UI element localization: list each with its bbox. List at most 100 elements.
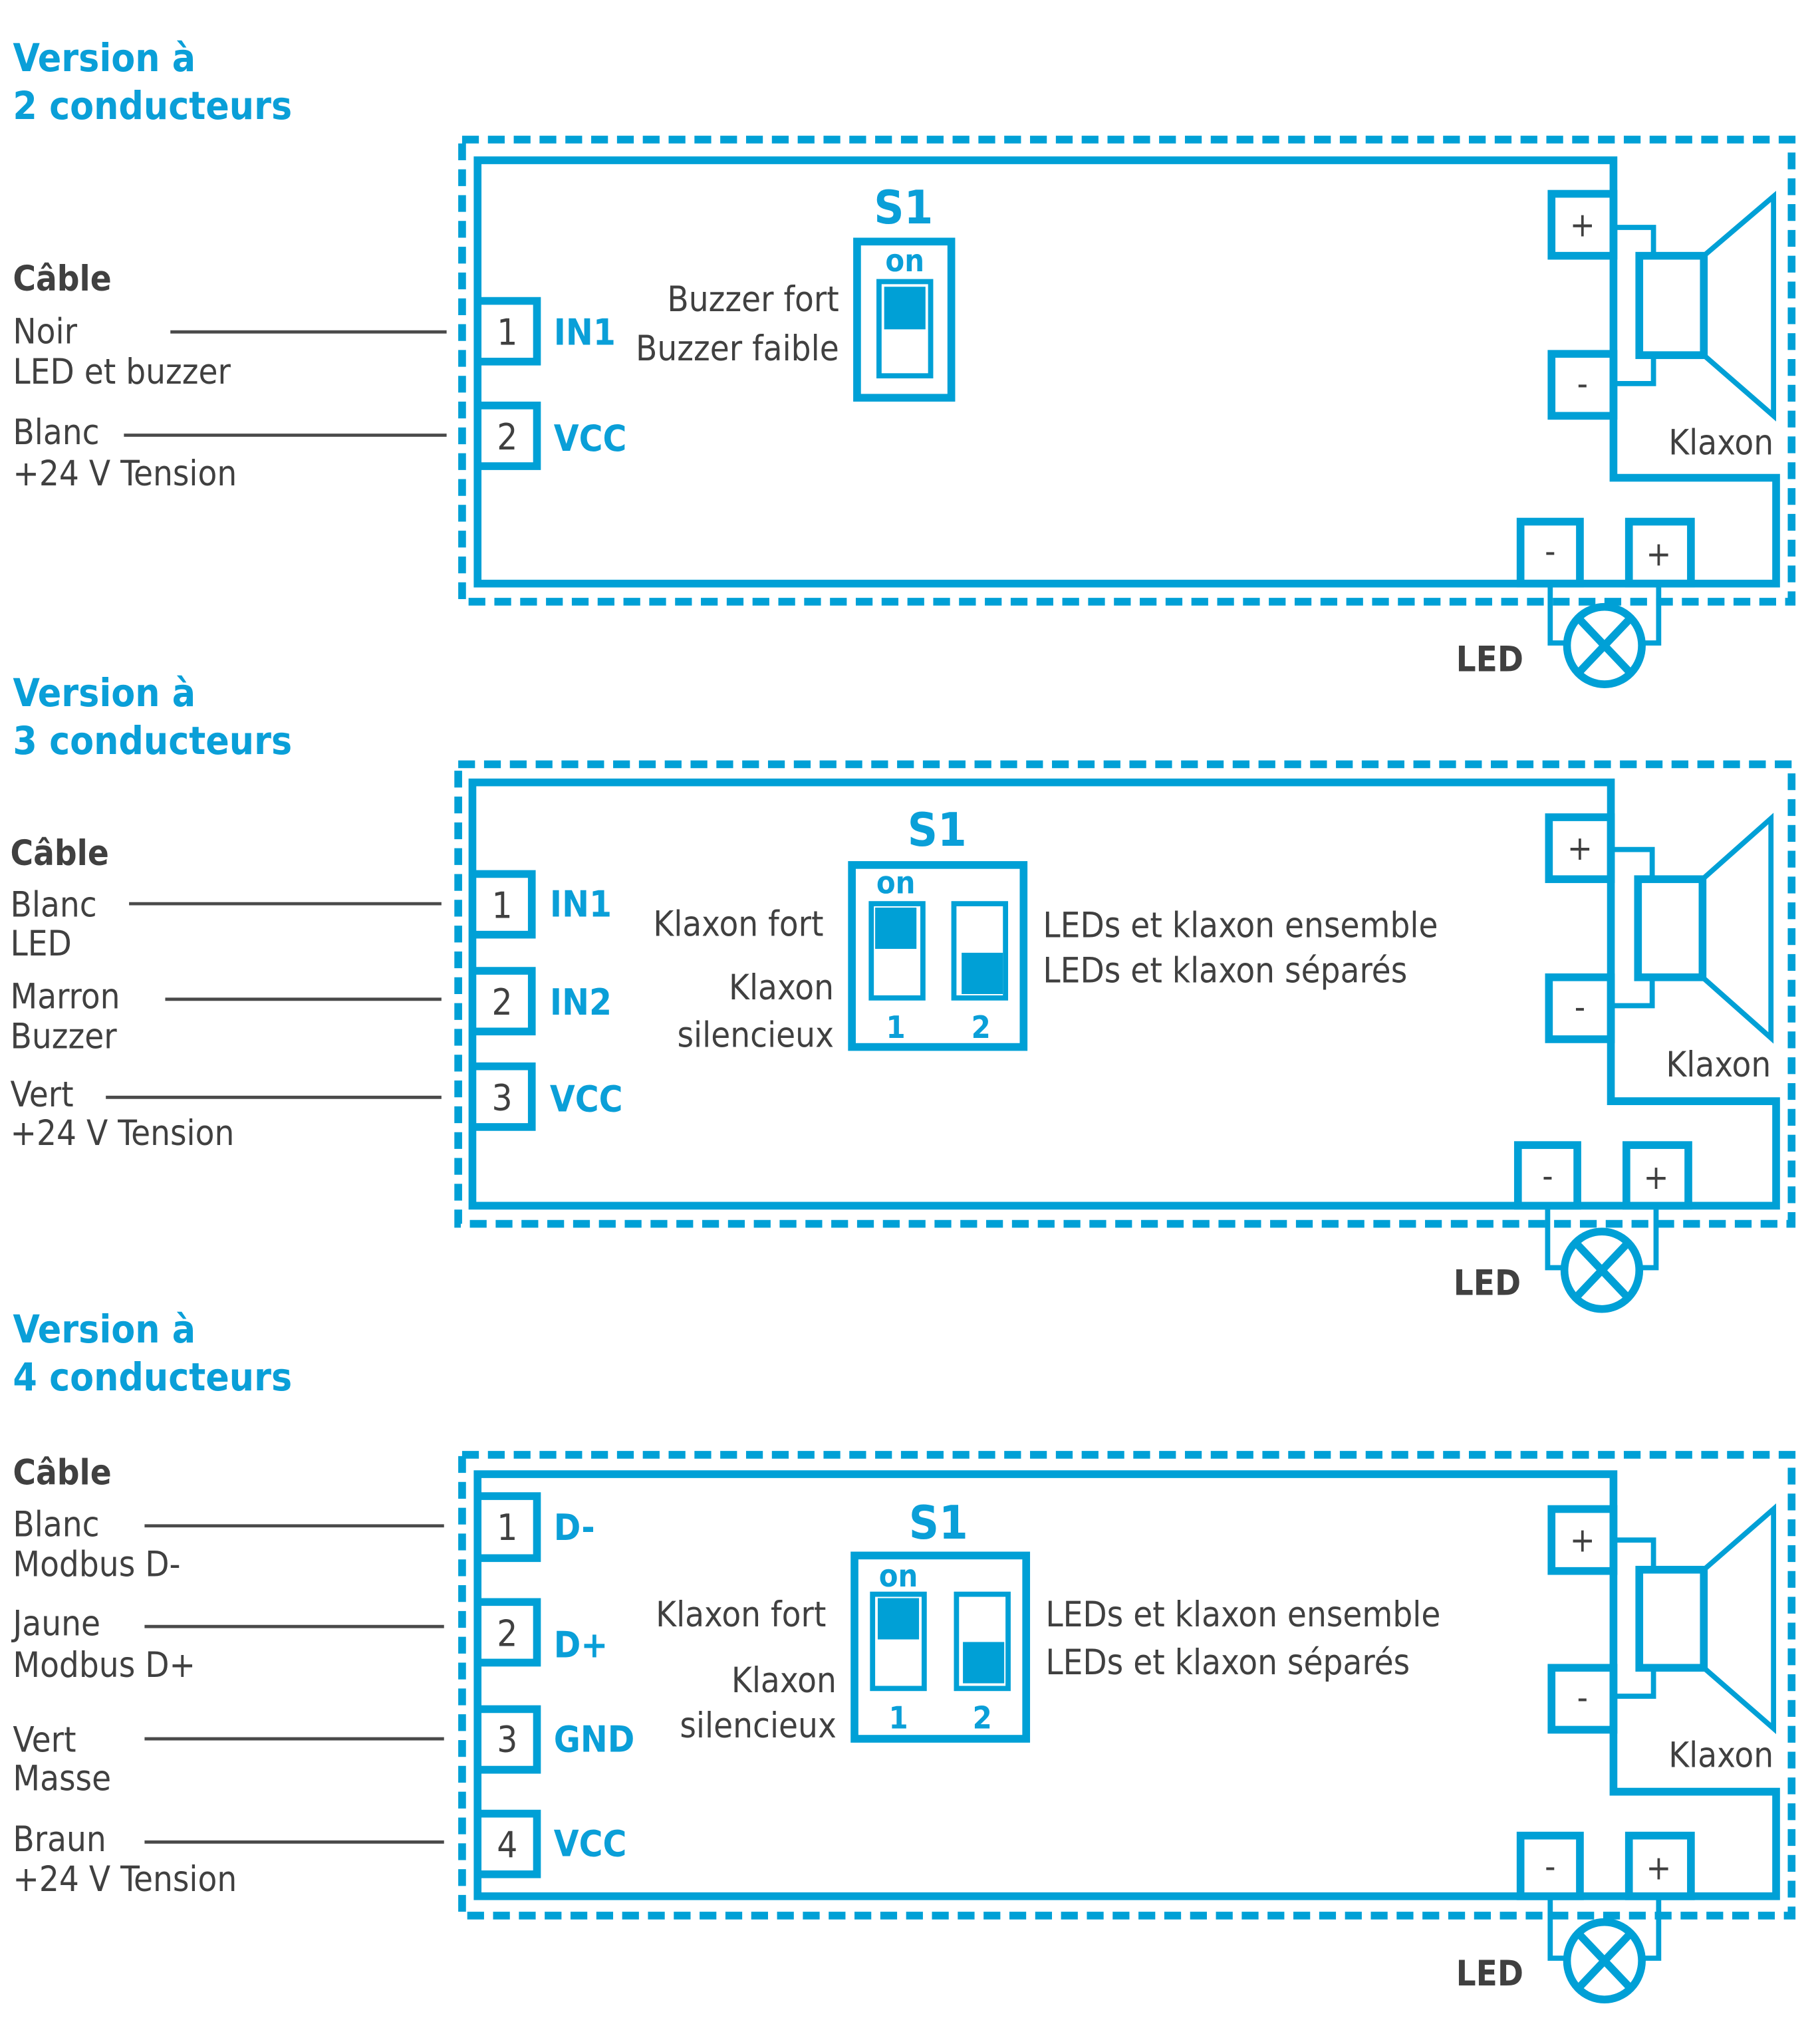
horn-minus-label: -: [1577, 1678, 1588, 1717]
dip-toggle-on: [875, 907, 917, 950]
svg-text:3: 3: [492, 1077, 513, 1119]
switch-on-label: on: [885, 243, 924, 279]
pin-signal-label: GND: [554, 1718, 635, 1760]
housing-dashed-outline: [454, 760, 1796, 1228]
terminal-pin: 1 D-: [477, 1492, 595, 1563]
wire-color: Noir: [13, 312, 77, 352]
terminal-pin: 2 D+: [477, 1598, 608, 1667]
dip-switch: on 1 2: [850, 1551, 1031, 1743]
pin-signal-label: D+: [554, 1624, 608, 1666]
svg-text:2: 2: [492, 981, 513, 1023]
horn-plus-label: +: [1570, 205, 1595, 245]
section-title-line1: Version à: [13, 1307, 195, 1352]
horn-minus-label: -: [1577, 364, 1588, 403]
dip-toggle-off: [962, 952, 1003, 995]
pin-signal-label: IN1: [550, 884, 612, 926]
terminal-pin: 3 GND: [477, 1705, 635, 1774]
switch-option-label: LEDs et klaxon ensemble: [1045, 1594, 1440, 1635]
pin-signal-label: VCC: [550, 1079, 623, 1120]
section-2-conductors: Version à 2 conducteurs Câble Noir LED e…: [13, 35, 1796, 688]
switch-option-label: Buzzer fort: [667, 279, 839, 320]
wire-color: Jaune: [11, 1604, 100, 1644]
wire-color: Blanc: [13, 1504, 99, 1545]
pin-signal-label: IN1: [554, 312, 616, 354]
circuit-board-outline: [473, 1470, 1780, 1900]
dip-number: 2: [973, 1700, 992, 1736]
section-title-line2: 4 conducteurs: [13, 1354, 292, 1400]
wire-function: Buzzer: [11, 1017, 118, 1057]
led-plus-label: +: [1643, 1158, 1668, 1197]
terminal-pin: 3 VCC: [472, 1062, 623, 1131]
wire-function: +24 V Tension: [13, 453, 237, 494]
pin-signal-label: D-: [554, 1507, 595, 1549]
dip-toggle-on: [877, 1598, 920, 1640]
switch-option-label: LEDs et klaxon ensemble: [1043, 906, 1438, 946]
led-label: LED: [1456, 640, 1523, 680]
led-label: LED: [1454, 1263, 1521, 1303]
wire-function: +24 V Tension: [13, 1859, 237, 1900]
horn-label: Klaxon: [1668, 1735, 1773, 1776]
horn-symbol: [1547, 1503, 1777, 1735]
section-title-line1: Version à: [13, 670, 195, 715]
switch-name: S1: [909, 1496, 968, 1550]
terminal-pin: 4 VCC: [477, 1809, 627, 1878]
switch-option-label: Buzzer faible: [636, 328, 839, 369]
circuit-board-outline: [473, 156, 1780, 588]
switch-option-label: Klaxon: [731, 1660, 837, 1701]
switch-name: S1: [908, 803, 967, 857]
switch-option-label: Klaxon fort: [656, 1594, 826, 1635]
svg-text:1: 1: [497, 1507, 517, 1549]
horn-label: Klaxon: [1668, 423, 1773, 463]
led-minus-label: -: [1545, 1847, 1555, 1886]
switch-option-label: Klaxon fort: [653, 904, 823, 945]
housing-dashed-outline: [458, 136, 1796, 606]
pin-signal-label: VCC: [554, 1823, 627, 1865]
dip-number: 1: [886, 1009, 906, 1045]
dip-number: 2: [972, 1009, 991, 1045]
switch-option-label: Klaxon: [729, 967, 834, 1008]
switch-option-label: LEDs et klaxon séparés: [1043, 951, 1407, 991]
led-minus-label: -: [1542, 1156, 1553, 1196]
horn-symbol: [1545, 813, 1774, 1044]
wire-function: LED et buzzer: [13, 352, 231, 392]
switch-option-label: silencieux: [677, 1015, 834, 1056]
wire-function: Masse: [13, 1759, 111, 1799]
dip-number: 1: [888, 1700, 908, 1736]
dip-toggle-on: [884, 287, 926, 330]
wire-function: +24 V Tension: [11, 1113, 235, 1154]
wire-color: Blanc: [13, 412, 99, 453]
led-plus-label: +: [1646, 535, 1671, 574]
dip-switch: on 1 2: [848, 861, 1028, 1051]
housing-dashed-outline: [458, 1451, 1796, 1920]
switch-option-label: LEDs et klaxon séparés: [1045, 1642, 1410, 1683]
circuit-board-outline: [468, 778, 1780, 1210]
led-symbol: [1513, 1141, 1692, 1313]
switch-on-label: on: [876, 865, 916, 901]
led-minus-label: -: [1545, 532, 1555, 571]
svg-text:2: 2: [497, 416, 517, 458]
horn-plus-label: +: [1570, 1521, 1595, 1560]
wire-color: Vert: [11, 1075, 74, 1115]
wire-function: Modbus D-: [13, 1544, 180, 1585]
section-4-conductors: Version à 4 conducteurs Câble Blanc Modb…: [11, 1307, 1796, 2003]
section-title-line2: 3 conducteurs: [13, 718, 292, 763]
terminal-pin: 2 VCC: [477, 402, 626, 470]
wire-color: Vert: [13, 1719, 76, 1760]
svg-text:3: 3: [497, 1718, 517, 1760]
cable-header: Câble: [13, 1453, 111, 1493]
terminal-pin: 2 IN2: [472, 967, 612, 1036]
section-3-conductors: Version à 3 conducteurs Câble Blanc LED …: [11, 670, 1796, 1313]
horn-minus-label: -: [1575, 987, 1585, 1027]
dip-toggle-off: [963, 1642, 1005, 1684]
svg-text:1: 1: [497, 312, 517, 354]
horn-plus-label: +: [1567, 828, 1593, 868]
terminal-pin: 1 IN1: [477, 297, 616, 366]
svg-text:1: 1: [492, 884, 513, 926]
led-label: LED: [1456, 1954, 1523, 1994]
svg-text:2: 2: [497, 1612, 517, 1654]
wire-color: Marron: [11, 976, 120, 1017]
section-title-line1: Version à: [13, 35, 195, 80]
switch-on-label: on: [879, 1558, 918, 1594]
wire-function: LED: [11, 924, 72, 964]
